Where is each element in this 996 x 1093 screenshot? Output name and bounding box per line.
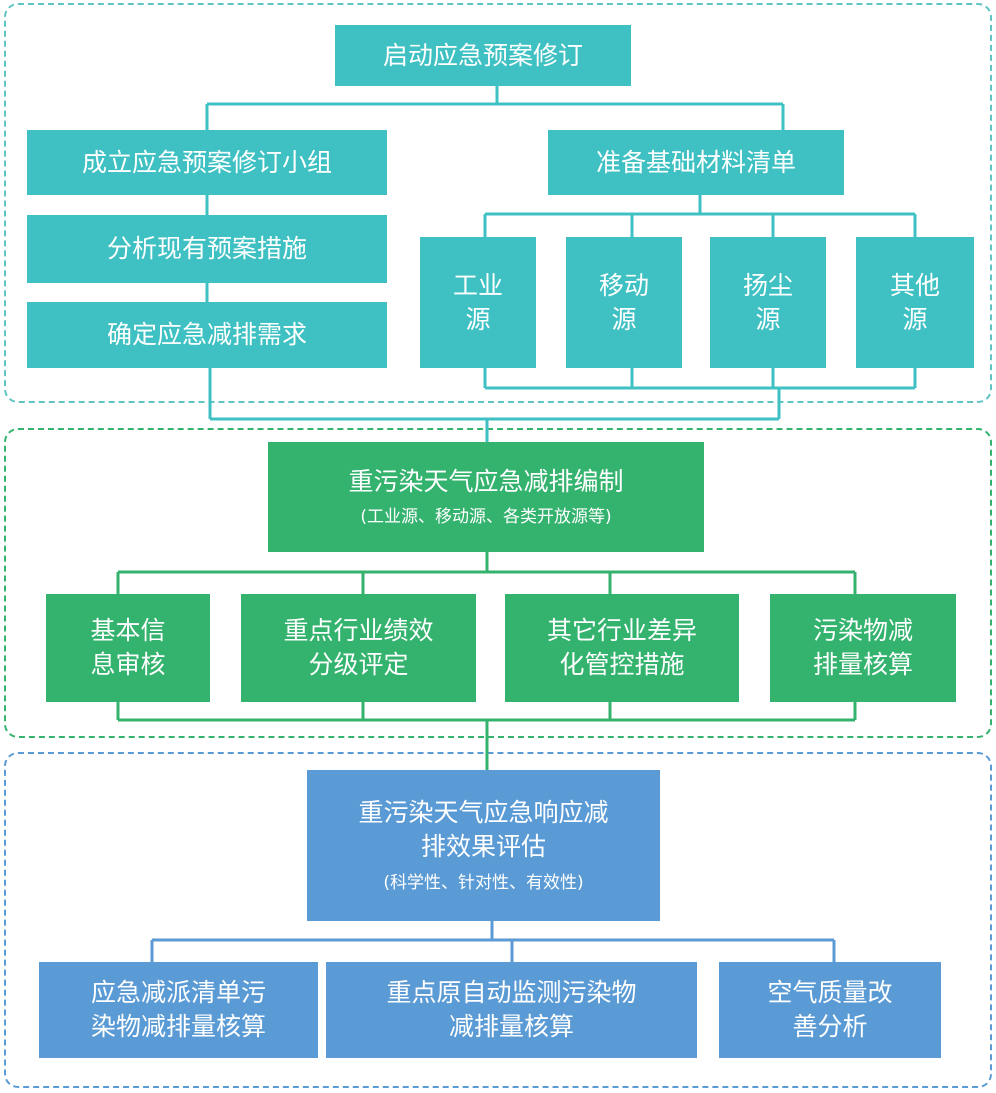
- form-revision-team-label: 成立应急预案修订小组: [81, 147, 332, 177]
- effect-evaluation-subtitle: (科学性、针对性、有效性): [383, 872, 584, 893]
- other-industry-measures-box: 其它行业差异 化管控措施: [505, 594, 739, 702]
- source-mobile-line1: 移动: [598, 270, 649, 300]
- compilation-section-frame: [4, 428, 992, 738]
- emergency-reduction-compilation-subtitle: (工业源、移动源、各类开放源等): [360, 507, 612, 528]
- air-quality-analysis-line1: 空气质量改: [767, 978, 893, 1008]
- emergency-reduction-compilation-title: 重污染天气应急减排编制: [348, 466, 624, 496]
- analyze-existing-measures-box: 分析现有预案措施: [27, 215, 387, 283]
- basic-info-review-line2: 息审核: [90, 650, 166, 679]
- effect-evaluation-box: 重污染天气应急响应减 排效果评估 (科学性、针对性、有效性): [307, 770, 660, 921]
- source-other-box: 其他 源: [856, 237, 974, 368]
- determine-reduction-needs-label: 确定应急减排需求: [106, 320, 307, 350]
- effect-evaluation-title-line2: 排效果评估: [420, 832, 546, 862]
- other-industry-measures-line1: 其它行业差异: [546, 616, 697, 646]
- source-industrial-line1: 工业: [452, 270, 503, 300]
- prepare-material-list-label: 准备基础材料清单: [595, 147, 796, 177]
- pollutant-reduction-accounting-box: 污染物减 排量核算: [770, 594, 956, 702]
- start-revision-label: 启动应急预案修订: [382, 40, 583, 70]
- key-industry-grading-line1: 重点行业绩效: [283, 616, 434, 646]
- source-other-line2: 源: [902, 304, 928, 334]
- pollutant-reduction-accounting-line2: 排量核算: [812, 650, 913, 679]
- auto-monitoring-accounting-box: 重点原自动监测污染物 减排量核算: [326, 962, 697, 1058]
- determine-reduction-needs-box: 确定应急减排需求: [27, 302, 387, 368]
- emergency-reduction-compilation-box: 重污染天气应急减排编制 (工业源、移动源、各类开放源等): [268, 442, 704, 552]
- emergency-list-accounting-line1: 应急减派清单污: [90, 978, 266, 1008]
- analyze-existing-measures-label: 分析现有预案措施: [106, 234, 307, 264]
- section2-connectors: [116, 552, 857, 770]
- key-industry-grading-box: 重点行业绩效 分级评定: [241, 594, 476, 702]
- pollutant-reduction-accounting-line1: 污染物减: [812, 616, 913, 646]
- source-mobile-line2: 源: [611, 304, 637, 334]
- emergency-list-accounting-box: 应急减派清单污 染物减排量核算: [39, 962, 318, 1058]
- auto-monitoring-accounting-line2: 减排量核算: [448, 1012, 574, 1041]
- source-industrial-line2: 源: [465, 304, 491, 334]
- source-dust-line2: 源: [755, 304, 781, 334]
- source-dust-box: 扬尘 源: [710, 237, 826, 368]
- section1-connectors: [205, 86, 917, 442]
- start-revision-box: 启动应急预案修订: [335, 25, 631, 86]
- basic-info-review-box: 基本信 息审核: [46, 594, 210, 702]
- section3-connectors: [150, 921, 836, 962]
- basic-info-review-line1: 基本信: [90, 616, 166, 646]
- evaluation-section-frame: [4, 752, 992, 1088]
- other-industry-measures-line2: 化管控措施: [559, 650, 685, 679]
- air-quality-analysis-box: 空气质量改 善分析: [719, 962, 941, 1058]
- source-other-line1: 其他: [889, 270, 940, 300]
- source-industrial-box: 工业 源: [420, 237, 536, 368]
- auto-monitoring-accounting-line1: 重点原自动监测污染物: [386, 978, 637, 1008]
- air-quality-analysis-line2: 善分析: [792, 1012, 868, 1041]
- source-dust-line1: 扬尘: [742, 270, 793, 300]
- planning-section-frame: [4, 3, 992, 403]
- key-industry-grading-line2: 分级评定: [308, 650, 409, 679]
- effect-evaluation-title-line1: 重污染天气应急响应减: [358, 798, 609, 828]
- form-revision-team-box: 成立应急预案修订小组: [27, 130, 387, 195]
- emergency-list-accounting-line2: 染物减排量核算: [90, 1012, 266, 1041]
- prepare-material-list-box: 准备基础材料清单: [548, 130, 844, 195]
- source-mobile-box: 移动 源: [566, 237, 682, 368]
